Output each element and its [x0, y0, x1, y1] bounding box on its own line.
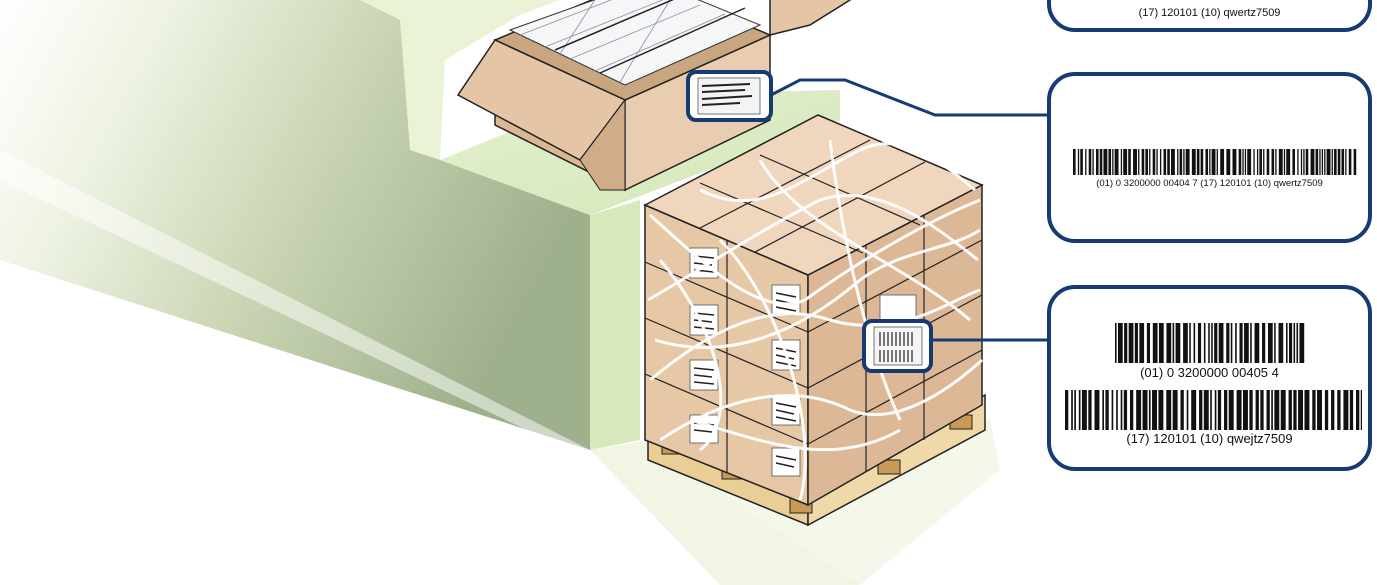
barcode-icon	[1073, 149, 1357, 175]
callout-top: (17) 120101 (10) qwertz7509	[1047, 0, 1372, 32]
callout-pallet-barcode: (01) 0 3200000 00405 4 (17) 120101 (10) …	[1047, 285, 1372, 471]
pallet-label-icon	[862, 319, 933, 373]
barcode-icon	[1065, 390, 1362, 430]
callout-pallet-hri-batch: (17) 120101 (10) qwejtz7509	[1126, 431, 1293, 446]
leader-line-case	[770, 78, 1047, 117]
callout-top-hri: (17) 120101 (10) qwertz7509	[1138, 7, 1281, 19]
callout-pallet-hri-gtin: (01) 0 3200000 00405 4	[1140, 365, 1279, 380]
case-label-icon	[686, 70, 773, 122]
open-case	[456, 0, 852, 192]
barcode-icon	[1115, 323, 1305, 363]
callout-case-hri: (01) 0 3200000 00404 7 (17) 120101 (10) …	[1096, 178, 1323, 189]
stretch-wrap	[647, 139, 984, 501]
callout-case-barcode: (01) 0 3200000 00404 7 (17) 120101 (10) …	[1047, 72, 1372, 243]
